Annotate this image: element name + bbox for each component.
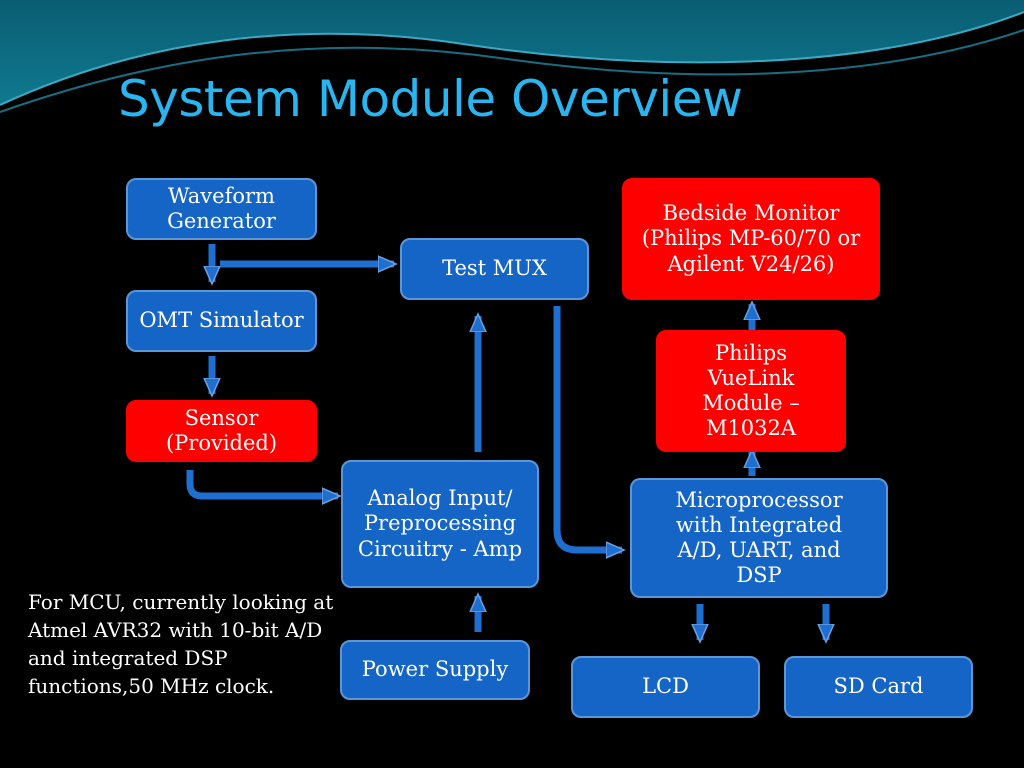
- bedside-monitor-block: Bedside Monitor (Philips MP-60/70 or Agi…: [622, 178, 880, 300]
- sd-card-label: SD Card: [833, 674, 924, 699]
- power-supply-label: Power Supply: [361, 657, 509, 682]
- sd-card-block: SD Card: [784, 656, 973, 718]
- sensor-block: Sensor (Provided): [126, 400, 317, 462]
- omt-simulator-block: OMT Simulator: [126, 290, 317, 352]
- power-supply-block: Power Supply: [340, 640, 530, 700]
- test-mux-block: Test MUX: [400, 238, 589, 300]
- waveform-generator-block: Waveform Generator: [126, 178, 317, 240]
- lcd-label: LCD: [642, 674, 689, 699]
- mcu-note: For MCU, currently looking at Atmel AVR3…: [28, 590, 334, 698]
- vuelink-module-block: Philips VueLink Module – M1032A: [656, 330, 846, 452]
- sensor-label: Sensor (Provided): [165, 405, 278, 455]
- microprocessor-label: Microprocessor with Integrated A/D, UART…: [675, 487, 843, 588]
- test-mux-label: Test MUX: [442, 256, 547, 281]
- analog-input-block: Analog Input/ Preprocessing Circuitry - …: [341, 460, 539, 588]
- vuelink-module-label: Philips VueLink Module – M1032A: [702, 340, 800, 441]
- header-wave-decoration: [0, 0, 1024, 113]
- slide-title: System Module Overview: [118, 70, 743, 128]
- microprocessor-block: Microprocessor with Integrated A/D, UART…: [630, 478, 888, 598]
- waveform-generator-label: Waveform Generator: [167, 183, 276, 233]
- bedside-monitor-label: Bedside Monitor (Philips MP-60/70 or Agi…: [641, 201, 861, 276]
- arrow-testmux-to-micro: [553, 306, 622, 550]
- omt-simulator-label: OMT Simulator: [139, 308, 304, 333]
- analog-input-label: Analog Input/ Preprocessing Circuitry - …: [357, 486, 523, 561]
- arrow-sensor-to-analog: [186, 470, 338, 496]
- lcd-block: LCD: [571, 656, 760, 718]
